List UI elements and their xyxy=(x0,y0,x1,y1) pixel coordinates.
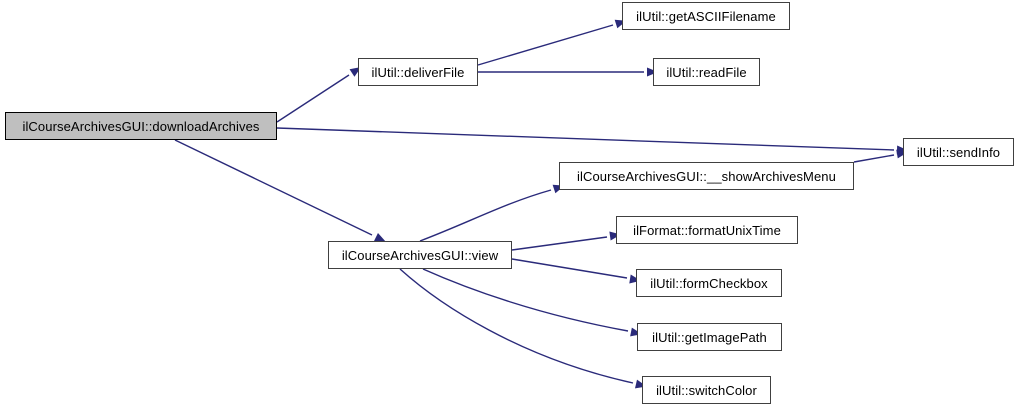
graph-edge xyxy=(853,154,895,163)
graph-node-label: ilCourseArchivesGUI::__showArchivesMenu xyxy=(577,168,836,184)
graph-edge xyxy=(477,24,614,66)
graph-node-label: ilUtil::sendInfo xyxy=(916,144,1001,160)
graph-node-label: ilUtil::formCheckbox xyxy=(650,275,768,291)
graph-edge xyxy=(276,127,895,151)
graph-node-label: ilCourseArchivesGUI::view xyxy=(341,247,499,263)
graph-edge xyxy=(419,189,552,242)
graph-node-label: ilFormat::formatUnixTime xyxy=(633,222,781,238)
graph-node-formCheckbox[interactable]: ilUtil::formCheckbox xyxy=(636,269,782,297)
graph-edge xyxy=(422,268,629,332)
graph-node-label: ilUtil::readFile xyxy=(666,64,747,80)
graph-node-view[interactable]: ilCourseArchivesGUI::view xyxy=(328,241,512,269)
graph-node-getASCIIFilename[interactable]: ilUtil::getASCIIFilename xyxy=(622,2,790,30)
graph-edge xyxy=(174,139,373,236)
graph-node-label: ilUtil::switchColor xyxy=(656,382,757,398)
graph-node-formatUnixTime[interactable]: ilFormat::formatUnixTime xyxy=(616,216,798,244)
graph-node-label: ilUtil::getASCIIFilename xyxy=(636,8,776,24)
graph-node-deliverFile[interactable]: ilUtil::deliverFile xyxy=(358,58,478,86)
graph-node-label: ilUtil::deliverFile xyxy=(371,64,465,80)
graph-edge xyxy=(511,236,608,251)
graph-node-readFile[interactable]: ilUtil::readFile xyxy=(653,58,760,86)
graph-edge xyxy=(511,258,628,279)
graph-node-downloadArchives[interactable]: ilCourseArchivesGUI::downloadArchives xyxy=(5,112,277,140)
graph-node-showArchivesMenu[interactable]: ilCourseArchivesGUI::__showArchivesMenu xyxy=(559,162,854,190)
graph-node-label: ilCourseArchivesGUI::downloadArchives xyxy=(22,118,260,134)
graph-edge xyxy=(276,74,350,123)
graph-node-label: ilUtil::getImagePath xyxy=(652,329,767,345)
graph-node-getImagePath[interactable]: ilUtil::getImagePath xyxy=(637,323,782,351)
graph-edge xyxy=(399,268,634,384)
graph-node-switchColor[interactable]: ilUtil::switchColor xyxy=(642,376,771,404)
graph-node-sendInfo[interactable]: ilUtil::sendInfo xyxy=(903,138,1014,166)
